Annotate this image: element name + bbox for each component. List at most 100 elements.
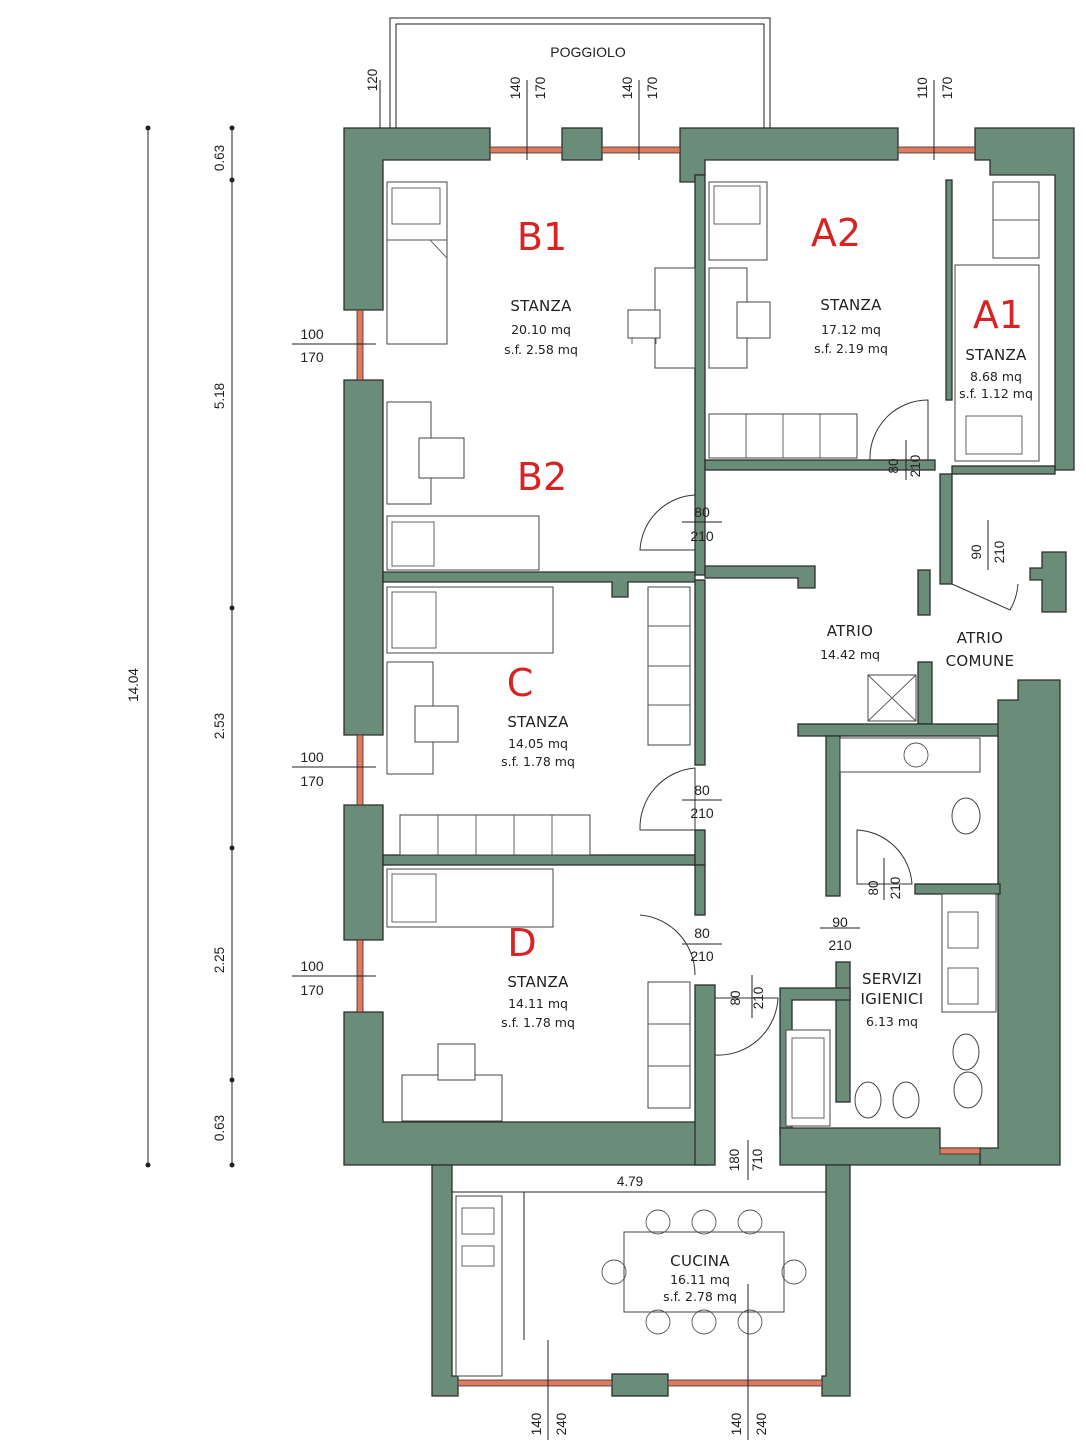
room-cucina-sf: s.f. 2.78 mq <box>663 1289 737 1304</box>
door-corridor-h: 210 <box>751 987 766 1010</box>
kitchen-counter <box>455 1195 503 1377</box>
window-left-2-h: 170 <box>300 773 324 789</box>
room-cucina-area: 16.11 mq <box>670 1272 730 1287</box>
room-b1-name: STANZA <box>510 297 572 315</box>
chair-b1 <box>627 309 661 339</box>
room-d-name: STANZA <box>507 973 569 991</box>
room-a2-area: 17.12 mq <box>821 322 881 337</box>
room-b1-sf: s.f. 2.58 mq <box>504 342 578 357</box>
door-bath-w: 90 <box>832 914 848 930</box>
room-a2-name: STANZA <box>820 296 882 314</box>
room-servizi-1: SERVIZI <box>862 970 922 988</box>
labels: POGGIOLO 120 140 170 140 170 110 170 100… <box>126 44 1033 1435</box>
wall-a2-a1 <box>945 179 953 401</box>
door-corridor-w: 80 <box>728 990 743 1005</box>
window-top-2 <box>601 146 681 154</box>
window-top-3-h: 170 <box>940 77 955 100</box>
dining-table <box>623 1231 785 1313</box>
wall-c-d <box>382 854 696 866</box>
room-d-sf: s.f. 1.78 mq <box>501 1015 575 1030</box>
wall-kitchen-right <box>821 1164 851 1397</box>
door-b2 <box>639 494 696 551</box>
wall-left-3 <box>343 804 384 941</box>
chair-b2 <box>418 437 465 479</box>
bed-c <box>386 586 554 654</box>
wall-c-right <box>694 579 706 766</box>
wall-kitchen-left <box>431 1164 459 1397</box>
room-servizi-2: IGIENICI <box>861 990 924 1008</box>
room-atrio-comune-1: ATRIO <box>957 629 1003 647</box>
wall-a2-bottom <box>704 459 936 471</box>
wall-c-right-low <box>694 829 706 866</box>
door-d <box>639 914 696 976</box>
room-c-sf: s.f. 1.78 mq <box>501 754 575 769</box>
bed-d <box>386 868 554 928</box>
room-servizi-area: 6.13 mq <box>866 1014 918 1029</box>
dimension-lines <box>145 80 989 1440</box>
bidet <box>854 1081 882 1119</box>
window-top-1 <box>489 146 563 154</box>
room-atrio-name: ATRIO <box>827 622 873 640</box>
door-bath-h: 210 <box>828 937 852 953</box>
room-d-area: 14.11 mq <box>508 996 568 1011</box>
room-tag-a1: A1 <box>973 293 1023 337</box>
wall-left-2 <box>343 379 384 736</box>
window-bath <box>939 1147 981 1155</box>
window-bottom-1 <box>457 1379 613 1387</box>
door-entry-w: 90 <box>969 544 984 559</box>
wall-kitchen-pier <box>611 1373 669 1397</box>
door-kitchen-w: 180 <box>727 1149 742 1172</box>
door-a2 <box>869 399 929 461</box>
window-bottom-2-w: 140 <box>729 1413 744 1436</box>
dim-seg-3: 2.53 <box>212 713 227 739</box>
room-tag-b1: B1 <box>517 215 567 259</box>
desk-d <box>401 1074 503 1122</box>
bidet-2 <box>952 1033 980 1071</box>
door-b2-w: 80 <box>694 504 710 520</box>
door-corridor <box>714 997 779 1056</box>
room-c-area: 14.05 mq <box>508 736 568 751</box>
wall-top-mid <box>679 127 899 183</box>
room-tag-d: D <box>507 921 536 965</box>
room-b1-area: 20.10 mq <box>511 322 571 337</box>
window-left-3-h: 170 <box>300 982 324 998</box>
window-top-1-h: 170 <box>533 77 548 100</box>
wall-b1-a2 <box>694 174 706 576</box>
wall-pier-top <box>561 127 603 161</box>
dim-seg-5: 0.63 <box>212 1115 227 1141</box>
wall-pillar <box>1029 551 1067 613</box>
door-wc-w: 80 <box>866 880 881 895</box>
wall-bottom-right <box>779 1127 981 1166</box>
sink-wc <box>839 737 981 773</box>
wall-wc-bottom <box>914 883 1001 895</box>
window-bottom-1-w: 140 <box>529 1413 544 1436</box>
bed-b1 <box>386 181 448 345</box>
door-entry-h: 210 <box>992 541 1007 564</box>
room-cucina-name: CUCINA <box>670 1252 730 1270</box>
balcony-depth: 120 <box>365 69 380 92</box>
toilet <box>892 1081 920 1119</box>
wall-bath-left <box>825 735 841 897</box>
wall-atrio-bottom <box>797 723 1025 737</box>
wall-b2-c <box>382 571 696 598</box>
walls <box>343 127 1075 1397</box>
bed-b2 <box>386 515 540 571</box>
bed-a2 <box>708 181 768 261</box>
room-c-name: STANZA <box>507 713 569 731</box>
wall-atrio-top <box>704 565 816 589</box>
wall-atrio-comune-c <box>939 473 953 585</box>
bed-a1 <box>954 264 1040 462</box>
window-top-1-w: 140 <box>508 77 523 100</box>
vanity <box>941 893 997 1013</box>
wardrobe-d <box>647 981 691 1109</box>
wall-d-right <box>694 864 706 916</box>
window-top-3-w: 110 <box>915 77 930 99</box>
desk-b2 <box>386 401 432 505</box>
door-a2-w: 80 <box>886 458 901 473</box>
window-left-1 <box>356 309 364 381</box>
window-bottom-1-h: 240 <box>554 1413 569 1436</box>
window-left-1-h: 170 <box>300 349 324 365</box>
room-atrio-comune-2: COMUNE <box>946 652 1015 670</box>
dim-kitchen-width: 4.79 <box>617 1174 643 1189</box>
wall-top-right <box>974 127 1075 471</box>
